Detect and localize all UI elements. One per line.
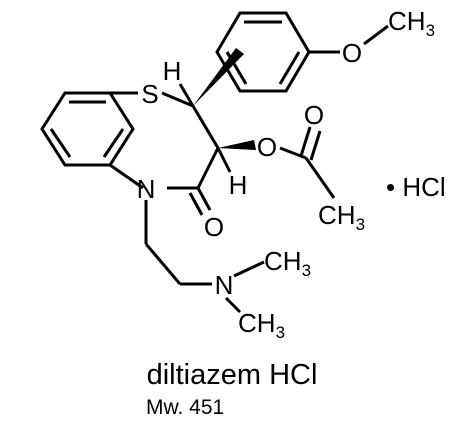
- thiazepine-ring: [109, 91, 220, 190]
- wedge-c3-o: [218, 140, 256, 150]
- bond-c3-h: [216, 147, 232, 173]
- atom-ch3-ether: CH3: [388, 6, 435, 40]
- bond-acyl-ch3: [304, 157, 336, 199]
- salt-label: • HCl: [386, 172, 446, 202]
- atom-h-top: H: [163, 56, 182, 86]
- molecular-weight: Mw. 451: [146, 396, 224, 419]
- bond-acyl-o-2: [309, 130, 322, 161]
- atom-ch3-acetyl: CH3: [318, 200, 365, 234]
- atom-o-carbonyl-ester: O: [304, 100, 324, 130]
- bond-ch2-ch2: [144, 243, 182, 285]
- atom-ch3-amine-1: CH3: [264, 246, 311, 280]
- atom-o-ether: O: [342, 38, 362, 68]
- atom-n-ring: N: [137, 174, 156, 204]
- bond-n-ch3-upper: [233, 260, 265, 278]
- atom-o-ring-carbonyl: O: [204, 212, 224, 242]
- atom-ch3-amine-2: CH3: [238, 308, 285, 342]
- compound-name: diltiazem HCl: [147, 359, 318, 391]
- wedge-c2-aryl: [193, 48, 244, 106]
- bond-o-acyl: [279, 146, 307, 160]
- atom-s: S: [141, 79, 158, 109]
- benzene-ring: [40, 91, 135, 167]
- bond-n-ch3-lower: [224, 296, 242, 314]
- atom-n-amine: N: [215, 270, 234, 300]
- bond-acyl-o-1: [299, 126, 312, 157]
- atom-h-mid: H: [229, 170, 248, 200]
- methoxyphenyl-ring: [215, 11, 311, 93]
- bond-c2-h: [178, 83, 195, 107]
- bond-ring-co-2: [188, 192, 204, 216]
- bond-ring-co-1: [196, 187, 212, 211]
- bond-o-ch3: [363, 24, 389, 46]
- atom-o-ester: O: [257, 132, 277, 162]
